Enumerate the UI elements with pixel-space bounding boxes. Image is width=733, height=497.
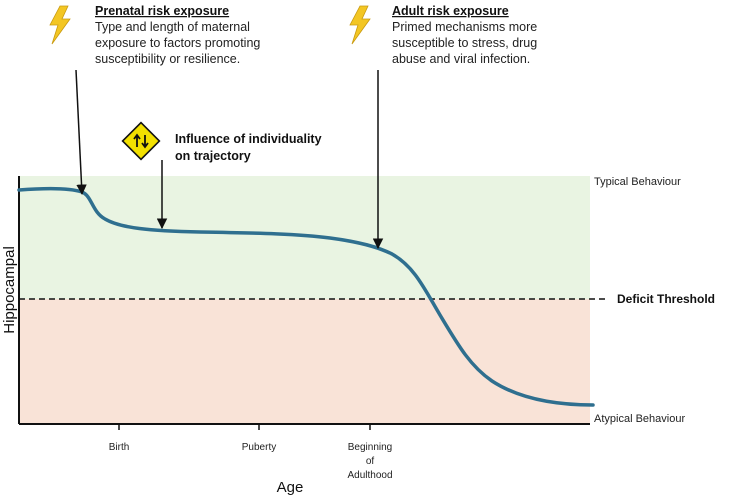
adult-line-1: Primed mechanisms more (392, 20, 537, 34)
hippocampal-trajectory-curve (17, 186, 595, 407)
prenatal-line-2: exposure to factors promoting (95, 36, 260, 50)
atypical-behaviour-zone (19, 299, 590, 423)
y-axis-title: Hippocampal (1, 246, 18, 334)
prenatal-lightning-bolt-icon (49, 5, 71, 45)
deficit-threshold-label: Deficit Threshold (617, 292, 715, 306)
tick-label-adulthood-line1: Beginning (348, 442, 392, 453)
prenatal-line-3: susceptibility or resilience. (95, 52, 240, 66)
prenatal-line-1: Type and length of maternal (95, 20, 250, 34)
typical-behaviour-zone (19, 176, 590, 299)
adult-title: Adult risk exposure (392, 4, 509, 18)
tick-label-adulthood-line2: of (366, 456, 375, 467)
tick-label-puberty: Puberty (242, 442, 276, 453)
adult-line-3: abuse and viral infection. (392, 52, 530, 66)
typical-behaviour-label: Typical Behaviour (594, 176, 681, 188)
individuality-line-1: Influence of individuality (175, 132, 322, 146)
adult-line-2: susceptible to stress, drug (392, 36, 537, 50)
tick-label-adulthood-line3: Adulthood (347, 470, 392, 481)
prenatal-exposure-arrow (75, 69, 87, 196)
x-axis-title: Age (277, 479, 304, 496)
tick-label-birth: Birth (109, 442, 130, 453)
individuality-line-2: on trajectory (175, 149, 251, 163)
up-down-arrows-sign-icon (121, 121, 161, 161)
atypical-behaviour-label: Atypical Behaviour (594, 413, 685, 425)
prenatal-title: Prenatal risk exposure (95, 4, 229, 18)
adult-lightning-bolt-icon (349, 5, 371, 45)
